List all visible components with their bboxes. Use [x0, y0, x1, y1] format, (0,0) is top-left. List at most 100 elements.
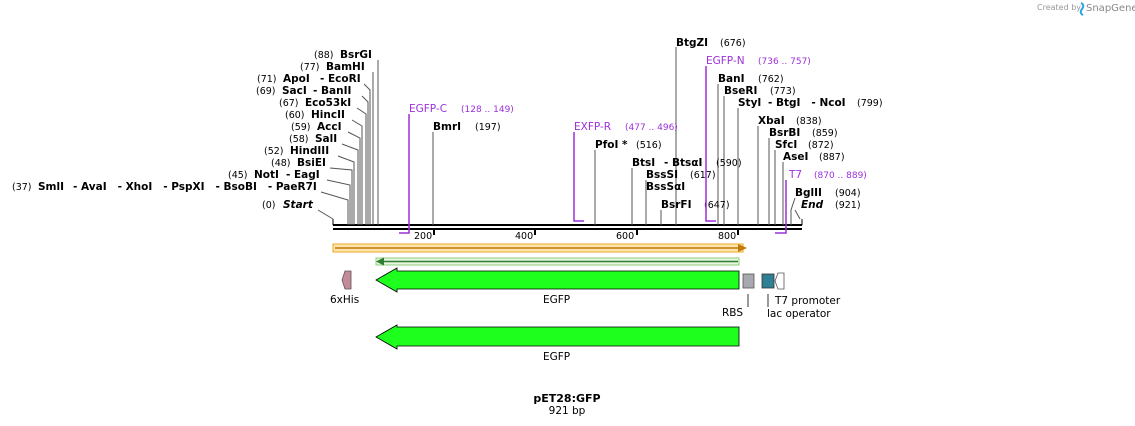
- enzyme-eagi[interactable]: - EagI: [286, 169, 320, 181]
- left-leader-lines: [317, 60, 379, 225]
- enzyme-acci[interactable]: AccI: [317, 121, 341, 133]
- site-pos: (859): [812, 128, 838, 139]
- primers: [399, 66, 787, 234]
- enzyme-noti[interactable]: NotI: [254, 169, 279, 181]
- rbs-label: RBS: [722, 307, 743, 319]
- snapgene-logo-icon: [1079, 2, 1085, 16]
- credit-prefix: Created by: [1037, 3, 1081, 12]
- enzyme-eco53ki[interactable]: Eco53kI: [305, 97, 351, 109]
- rbs-feature[interactable]: [742, 273, 755, 289]
- enzyme-xbai[interactable]: XbaI: [758, 115, 785, 127]
- orf-reverse[interactable]: [375, 257, 740, 266]
- site-pos: (647): [704, 200, 730, 211]
- site-pos: (60): [285, 110, 305, 121]
- enzyme-sali[interactable]: SalI: [315, 133, 337, 145]
- enzyme-hincii[interactable]: HincII: [311, 109, 345, 121]
- enzyme-apoi[interactable]: ApoI: [283, 73, 310, 85]
- his-tag-label: 6xHis: [330, 294, 359, 306]
- egfp-label: EGFP: [543, 294, 570, 306]
- site-pos: (67): [279, 98, 299, 109]
- enzyme-bsiei[interactable]: BsiEI: [297, 157, 326, 169]
- site-pos: (838): [796, 116, 822, 127]
- his-tag-feature[interactable]: [341, 270, 352, 290]
- egfp-label-2: EGFP: [543, 351, 570, 363]
- site-pos: (71): [257, 74, 277, 85]
- enzyme-btsi[interactable]: BtsI: [632, 157, 655, 169]
- enzyme-bmri[interactable]: BmrI: [433, 121, 461, 133]
- site-pos: (799): [857, 98, 883, 109]
- site-pos: (37): [12, 182, 32, 193]
- lac-operator-feature[interactable]: [761, 273, 775, 289]
- plasmid-name: pET28:GFP: [533, 392, 600, 405]
- site-pos: (676): [720, 38, 746, 49]
- enzyme-bseri[interactable]: BseRI: [724, 85, 757, 97]
- t7-promoter-feature[interactable]: [774, 272, 785, 290]
- site-pos: (58): [289, 134, 309, 145]
- enzyme-asei[interactable]: AseI: [783, 151, 808, 163]
- site-pos: (762): [758, 74, 784, 85]
- enzyme-sfci[interactable]: SfcI: [775, 139, 797, 151]
- right-labels: BmrI (197) PfoI * (516) BtsI - BtsαI (59…: [433, 37, 883, 211]
- tick-label-800: 800: [718, 231, 736, 242]
- lac-operator-label: lac operator: [767, 308, 831, 320]
- tick-label-600: 600: [616, 231, 634, 242]
- site-pos: (904): [835, 188, 861, 199]
- enzyme-btgi-ncoi[interactable]: - BtgI - NcoI: [768, 97, 846, 109]
- primer-range: (870 .. 889): [814, 171, 867, 181]
- egfp-feature[interactable]: [375, 267, 740, 293]
- enzyme-bsrbi[interactable]: BsrBI: [769, 127, 800, 139]
- primer-range: (736 .. 757): [758, 57, 811, 67]
- enzyme-smli[interactable]: SmlI: [38, 181, 64, 193]
- orf-forward[interactable]: [332, 243, 747, 253]
- t7-promoter-label: T7 promoter: [774, 295, 841, 307]
- site-pos: (0): [262, 200, 275, 211]
- plasmid-length: 921 bp: [549, 405, 586, 417]
- site-pos: (52): [264, 146, 284, 157]
- site-pos: (887): [819, 152, 845, 163]
- right-leader-lines: [432, 47, 801, 225]
- enzyme-ecori[interactable]: - EcoRI: [320, 73, 361, 85]
- primer-exfp-r[interactable]: EXFP-R: [574, 121, 611, 133]
- end-label: End: [801, 199, 824, 211]
- site-pos: (921): [835, 200, 861, 211]
- primer-range: (128 .. 149): [461, 105, 514, 115]
- enzyme-bsrfi[interactable]: BsrFI: [661, 199, 692, 211]
- enzyme-bsssai[interactable]: BssSαI: [646, 181, 685, 193]
- enzyme-bamhi[interactable]: BamHI: [326, 61, 365, 73]
- primer-range: (477 .. 496): [625, 123, 678, 133]
- site-pos: (88): [314, 50, 334, 61]
- egfp-feature-2[interactable]: [375, 324, 740, 350]
- credit-brand[interactable]: SnapGene: [1086, 3, 1135, 14]
- enzyme-bglii[interactable]: BglII: [795, 187, 822, 199]
- start-label: Start: [283, 199, 314, 211]
- ruler: 200 400 600 800: [414, 229, 739, 242]
- site-pos: (59): [291, 122, 311, 133]
- enzyme-hindiii[interactable]: HindIII: [290, 145, 329, 157]
- dna-backbone: [332, 219, 803, 230]
- enzyme-saci[interactable]: SacI: [282, 85, 307, 97]
- enzyme-bsssi[interactable]: BssSI: [646, 169, 678, 181]
- tick-label-400: 400: [515, 231, 533, 242]
- enzyme-btgzi[interactable]: BtgZI: [676, 37, 708, 49]
- site-pos: (48): [271, 158, 291, 169]
- primer-egfp-c[interactable]: EGFP-C: [409, 103, 447, 115]
- primer-egfp-n[interactable]: EGFP-N: [706, 55, 745, 67]
- left-labels: (88) BsrGI (77) BamHI (71) ApoI - EcoRI …: [12, 49, 372, 211]
- enzyme-styi[interactable]: StyI: [738, 97, 761, 109]
- enzyme-bsrgi[interactable]: BsrGI: [340, 49, 372, 61]
- enzyme-pfoi[interactable]: PfoI *: [595, 139, 628, 151]
- enzyme-btsai[interactable]: - BtsαI: [664, 157, 702, 169]
- site-pos: (516): [636, 140, 662, 151]
- primer-labels: EGFP-C (128 .. 149) EXFP-R (477 .. 496) …: [409, 55, 867, 181]
- primer-t7[interactable]: T7: [788, 169, 802, 181]
- site-pos: (197): [475, 122, 501, 133]
- site-pos: (617): [690, 170, 716, 181]
- enzyme-banii[interactable]: - BanII: [313, 85, 351, 97]
- site-pos: (590): [716, 158, 742, 169]
- site-pos: (773): [770, 86, 796, 97]
- tick-label-200: 200: [414, 231, 432, 242]
- enzyme-bani[interactable]: BanI: [718, 73, 744, 85]
- site-pos: (872): [808, 140, 834, 151]
- enzyme-smli-group[interactable]: - AvaI - XhoI - PspXI - BsoBI - PaeR7I: [73, 181, 317, 193]
